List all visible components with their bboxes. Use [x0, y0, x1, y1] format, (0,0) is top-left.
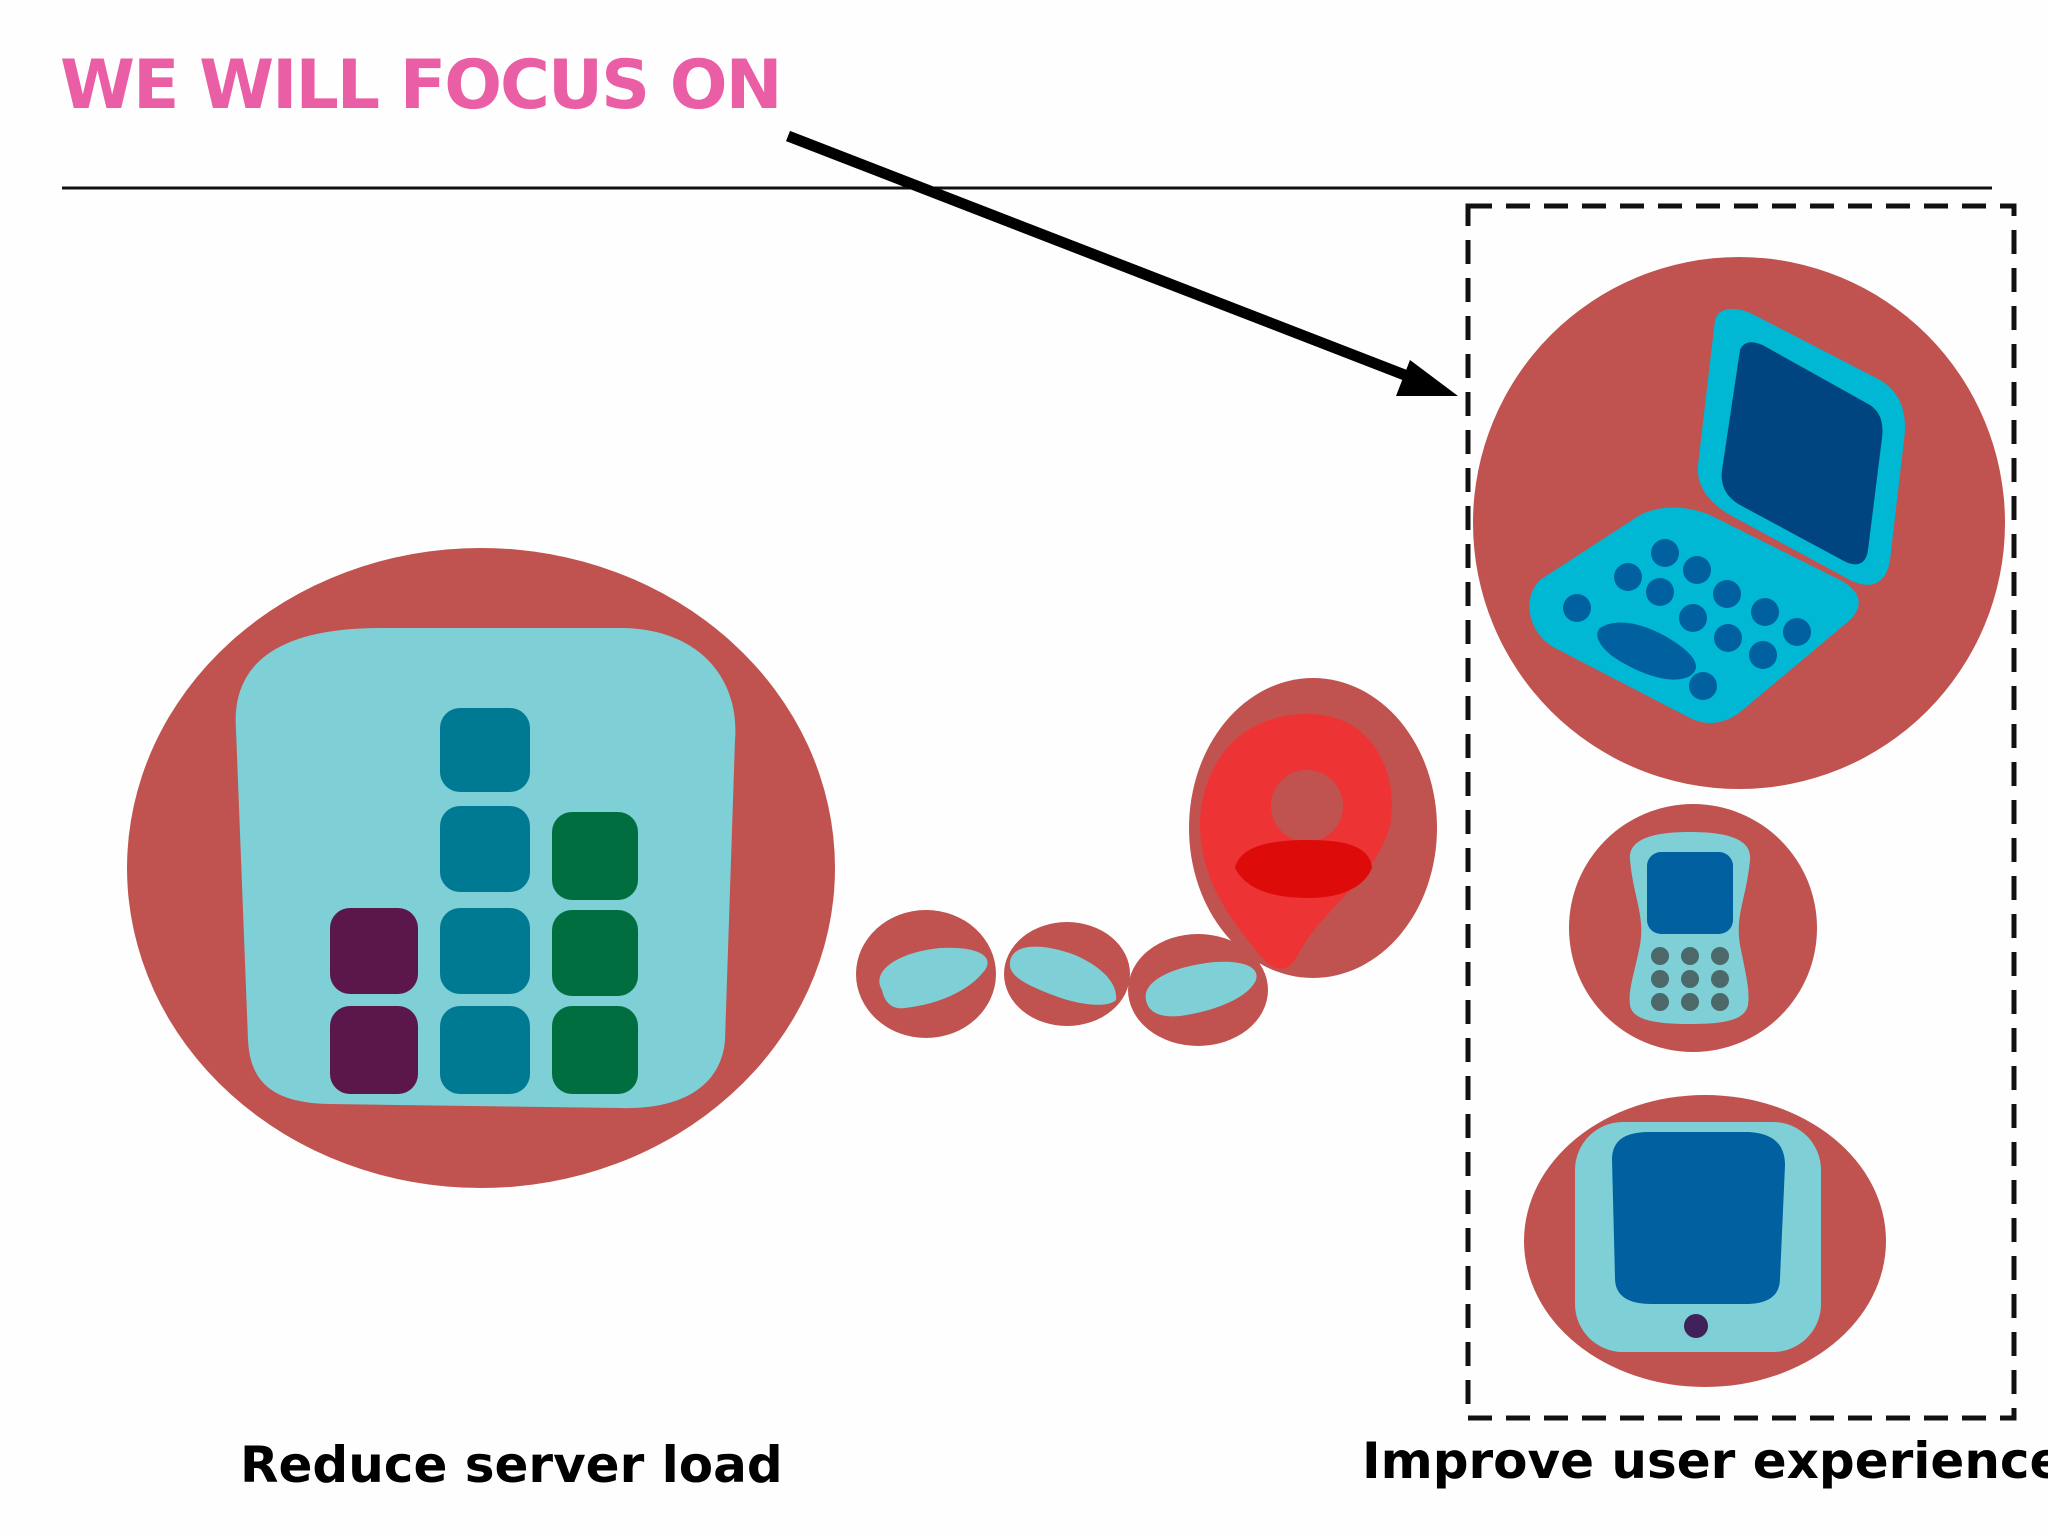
packet-icon	[856, 910, 996, 1038]
caption-improve-user-experience: Improve user experience	[1362, 1432, 2048, 1490]
server-grid-icon	[127, 548, 835, 1188]
arrow-icon	[786, 130, 1458, 396]
page-heading: WE WILL FOCUS ON	[60, 46, 783, 125]
focus-box	[1465, 203, 2017, 1421]
phone-icon	[1569, 804, 1817, 1052]
location-pin-icon	[1189, 678, 1437, 978]
packet-icon	[1004, 922, 1130, 1026]
packet-icon	[1128, 934, 1268, 1046]
caption-reduce-server-load: Reduce server load	[240, 1436, 783, 1494]
laptop-icon	[1473, 257, 2005, 789]
tablet-icon	[1524, 1095, 1886, 1387]
